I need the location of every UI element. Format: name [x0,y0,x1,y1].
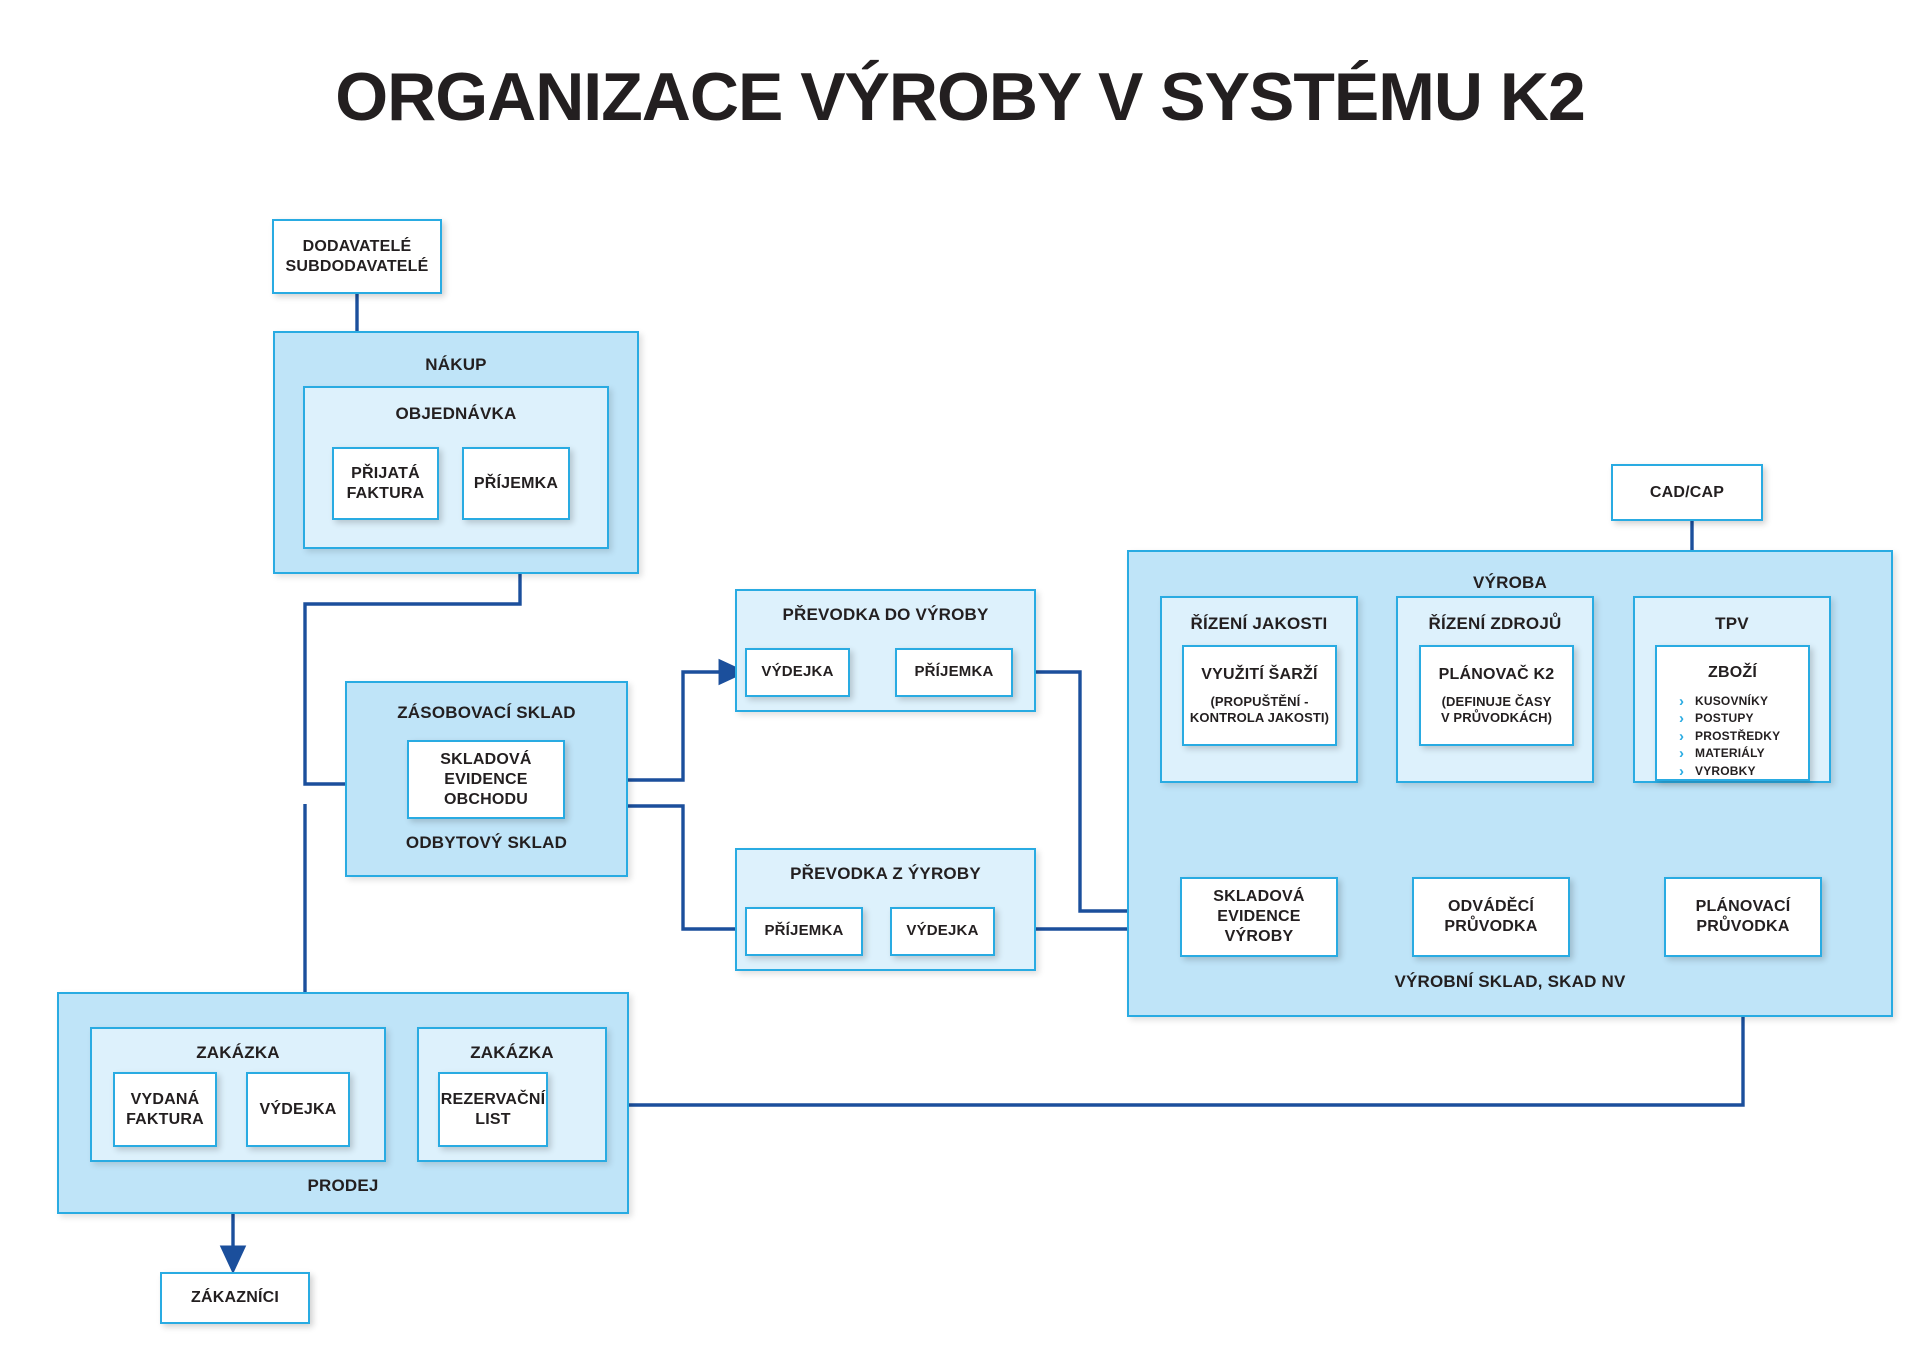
node-rezervacni-list[interactable]: REZERVAČNÍ LIST [438,1072,548,1147]
node-rezervacni-list-label: REZERVAČNÍ LIST [440,1090,546,1128]
node-planovac-k2[interactable]: PLÁNOVAČ K2 (DEFINUJE ČASY V PRŮVODKÁCH) [1419,645,1574,746]
node-customers-label: ZÁKAZNÍCI [190,1289,279,1306]
node-vydejka-do-vyroby-label: VÝDEJKA [761,663,834,681]
node-vyuziti-sarzi[interactable]: VYUŽITÍ ŠARŽÍ (PROPUŠTĚNÍ - KONTROLA JAK… [1182,645,1337,746]
node-prijemka-z-vyroby[interactable]: PŘÍJEMKA [745,907,863,956]
node-zbozi[interactable]: ZBOŽÍ KUSOVNÍKY POSTUPY PROSTŘEDKY MATER… [1655,645,1810,783]
node-planovaci-pruvodka-label: PLÁNOVACÍ PRŮVODKA [1695,898,1791,935]
node-skladova-evidence-obchodu[interactable]: SKLADOVÁ EVIDENCE OBCHODU [407,740,565,819]
node-suppliers-label: DODAVATELÉ SUBDODAVATELÉ [285,237,429,275]
node-prijemka-nakup[interactable]: PŘÍJEMKA [462,447,570,520]
list-item: KUSOVNÍKY [1679,691,1780,713]
node-vydejka-prodej-label: VÝDEJKA [259,1100,337,1118]
node-prijemka-nakup-label: PŘÍJEMKA [473,474,559,492]
node-vydejka-do-vyroby[interactable]: VÝDEJKA [745,648,850,697]
node-prijata-faktura[interactable]: PŘIJATÁ FAKTURA [332,447,439,520]
group-prevodka-z-vyroby-label: PŘEVODKA Z ÝYROBY [790,864,981,883]
node-vydana-faktura-label: VYDANÁ FAKTURA [126,1090,204,1128]
group-vyroba-label-top: VÝROBA [1473,573,1547,592]
group-zakazka-left-label: ZAKÁZKA [196,1043,280,1062]
node-cadcap[interactable]: CAD/CAP [1611,464,1763,521]
group-rizeni-jakosti-label: ŘÍZENÍ JAKOSTI [1190,614,1328,633]
node-planovac-k2-sub: (DEFINUJE ČASY V PRŮVODKÁCH) [1440,693,1553,725]
node-prijemka-do-vyroby[interactable]: PŘÍJEMKA [895,648,1013,697]
list-item: VYROBKY [1679,761,1780,783]
group-prodej-label: PRODEJ [307,1176,379,1195]
node-zbozi-list: KUSOVNÍKY POSTUPY PROSTŘEDKY MATERIÁLY V… [1657,691,1780,783]
group-vyroba-label-bottom: VÝROBNÍ SKLAD, SKAD NV [1394,972,1626,991]
node-vyuziti-sarzi-label: VYUŽITÍ ŠARŽÍ [1201,665,1318,683]
node-skladova-evidence-obchodu-label: SKLADOVÁ EVIDENCE OBCHODU [440,750,532,808]
page-title: ORGANIZACE VÝROBY V SYSTÉMU K2 [335,59,1586,135]
node-suppliers[interactable]: DODAVATELÉ SUBDODAVATELÉ [272,219,442,294]
node-prijata-faktura-label: PŘIJATÁ FAKTURA [346,464,425,502]
group-sklad-label-top: ZÁSOBOVACÍ SKLAD [397,703,576,722]
node-vydejka-z-vyroby[interactable]: VÝDEJKA [890,907,995,956]
node-planovaci-pruvodka[interactable]: PLÁNOVACÍ PRŮVODKA [1664,877,1822,957]
node-skladova-evidence-vyroby[interactable]: SKLADOVÁ EVIDENCE VÝROBY [1180,877,1338,957]
node-planovac-k2-label: PLÁNOVAČ K2 [1438,665,1555,683]
node-prijemka-z-vyroby-label: PŘÍJEMKA [764,922,844,940]
node-odvadeci-pruvodka-label: ODVÁDĚCÍ PRŮVODKA [1444,898,1538,935]
group-prevodka-do-vyroby-label: PŘEVODKA DO VÝROBY [782,605,989,624]
list-item: POSTUPY [1679,708,1780,730]
list-item: MATERIÁLY [1679,743,1780,765]
node-customers[interactable]: ZÁKAZNÍCI [160,1272,310,1324]
list-item: PROSTŘEDKY [1679,726,1780,748]
group-tpv-label: TPV [1715,614,1749,633]
node-zbozi-label: ZBOŽÍ [1708,664,1757,681]
node-skladova-evidence-vyroby-label: SKLADOVÁ EVIDENCE VÝROBY [1213,888,1305,945]
node-vyuziti-sarzi-sub: (PROPUŠTĚNÍ - KONTROLA JAKOSTI) [1189,693,1330,725]
group-rizeni-zdroju-label: ŘÍZENÍ ZDROJŮ [1428,614,1562,633]
group-sklad-label-bottom: ODBYTOVÝ SKLAD [405,833,568,852]
group-zakazka-right-label: ZAKÁZKA [470,1043,554,1062]
node-vydejka-z-vyroby-label: VÝDEJKA [906,922,979,940]
group-objednavka-label: OBJEDNÁVKA [395,404,517,423]
node-prijemka-do-vyroby-label: PŘÍJEMKA [914,663,994,681]
node-vydana-faktura[interactable]: VYDANÁ FAKTURA [113,1072,217,1147]
node-vydejka-prodej[interactable]: VÝDEJKA [246,1072,350,1147]
node-cadcap-label: CAD/CAP [1649,483,1725,501]
group-nakup-label: NÁKUP [425,355,487,374]
node-odvadeci-pruvodka[interactable]: ODVÁDĚCÍ PRŮVODKA [1412,877,1570,957]
